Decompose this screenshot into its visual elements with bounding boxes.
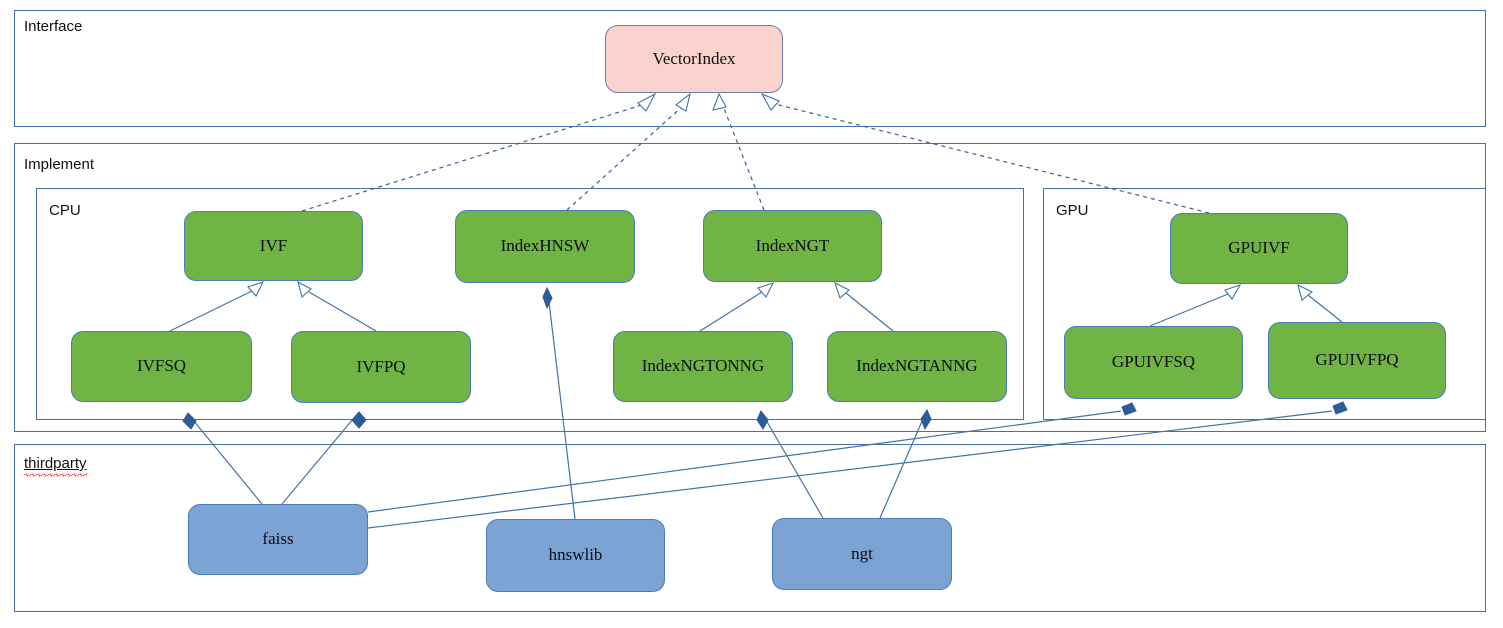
frame-implement-label: Implement bbox=[24, 156, 95, 173]
node-ivfpq[interactable]: IVFPQ bbox=[291, 331, 471, 403]
node-index-ngtonng[interactable]: IndexNGTONNG bbox=[613, 331, 793, 402]
node-ivfsq[interactable]: IVFSQ bbox=[71, 331, 252, 402]
node-ivf[interactable]: IVF bbox=[184, 211, 363, 281]
node-index-ngt[interactable]: IndexNGT bbox=[703, 210, 882, 282]
node-gpuivfsq[interactable]: GPUIVFSQ bbox=[1064, 326, 1243, 399]
frame-cpu-label: CPU bbox=[49, 202, 81, 219]
node-vector-index[interactable]: VectorIndex bbox=[605, 25, 783, 93]
node-gpuivf[interactable]: GPUIVF bbox=[1170, 213, 1348, 284]
node-ngt[interactable]: ngt bbox=[772, 518, 952, 590]
frame-gpu-label: GPU bbox=[1056, 202, 1089, 219]
frame-interface-label: Interface bbox=[24, 18, 83, 35]
node-index-hnsw[interactable]: IndexHNSW bbox=[455, 210, 635, 283]
node-faiss[interactable]: faiss bbox=[188, 504, 368, 575]
node-index-ngtanng[interactable]: IndexNGTANNG bbox=[827, 331, 1007, 402]
node-gpuivfpq[interactable]: GPUIVFPQ bbox=[1268, 322, 1446, 399]
frame-thirdparty-label: thirdparty bbox=[24, 455, 87, 477]
node-hnswlib[interactable]: hnswlib bbox=[486, 519, 665, 592]
frame-thirdparty-label-text: thirdparty bbox=[24, 455, 87, 472]
